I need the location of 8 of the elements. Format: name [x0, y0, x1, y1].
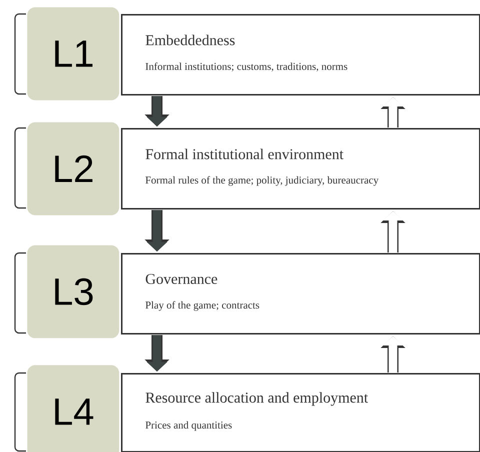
- level-box: L1: [27, 7, 120, 100]
- layer-box: Formal institutional environment Formal rules of the game; polity, judiciary, bureaucracy: [121, 128, 480, 210]
- layer-box: Resource allocation and employment Prices and quantities: [121, 372, 480, 452]
- level-box: L2: [27, 122, 120, 216]
- level-box: L3: [27, 245, 120, 338]
- layer-box: Embeddedness Informal institutions; customs, traditions, norms: [121, 14, 480, 96]
- level-box: L4: [27, 365, 120, 452]
- layer-box: Governance Play of the game; contracts: [121, 252, 480, 334]
